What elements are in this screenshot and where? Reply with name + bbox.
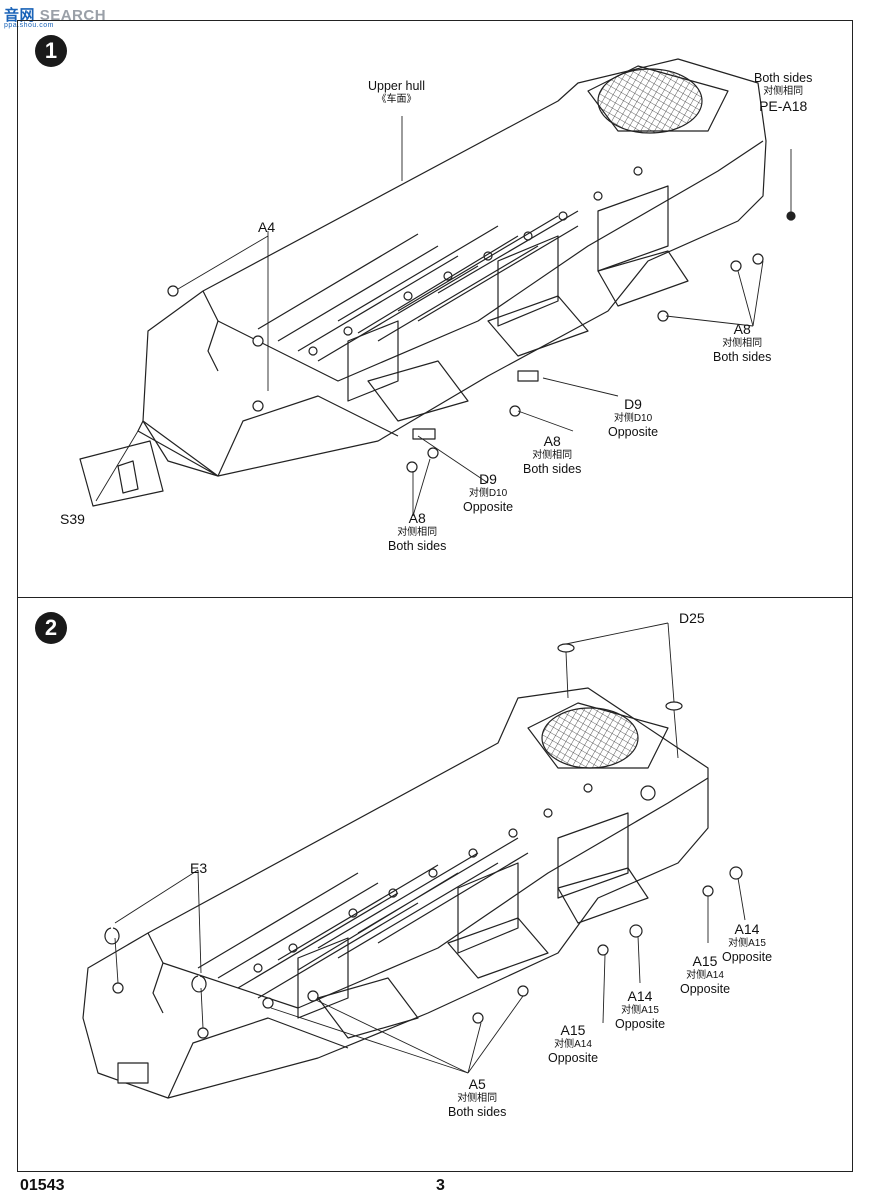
step-1-panel: 1 xyxy=(17,20,853,598)
step-2-panel: 2 xyxy=(17,597,853,1172)
label-upper-hull: Upper hull 《车面》 xyxy=(368,79,425,106)
step-1-hull-drawing xyxy=(79,58,796,517)
label-s39: S39 xyxy=(60,511,85,527)
label-a8-bottom: A8 对侧相同 Both sides xyxy=(388,510,447,554)
label-a5: A5 对侧相同 Both sides xyxy=(448,1076,507,1120)
step-2-badge: 2 xyxy=(35,612,67,644)
label-a14-right: A14 对侧A15 Opposite xyxy=(722,921,773,965)
label-pe-a18: Both sides 对侧相同 PE-A18 xyxy=(754,71,813,115)
label-d9-mid: D9 对侧D10 Opposite xyxy=(463,471,514,515)
watermark-sub: ppa.shou.com xyxy=(4,22,54,29)
label-d25: D25 xyxy=(679,610,705,626)
label-a8-right: A8 对侧相同 Both sides xyxy=(713,321,772,365)
label-e3: E3 xyxy=(190,860,208,876)
step-1-badge: 1 xyxy=(35,35,67,67)
watermark-logo: 音网 SEARCH ppa.shou.com xyxy=(4,4,107,29)
label-a4: A4 xyxy=(258,219,276,235)
footer-page-number: 3 xyxy=(436,1177,445,1194)
step-2-hull-drawing xyxy=(82,622,746,1099)
label-a15-mid: A15 对侧A14 Opposite xyxy=(548,1022,599,1066)
watermark-cn: 音网 xyxy=(4,7,36,24)
label-d9-right: D9 对侧D10 Opposite xyxy=(608,396,659,440)
footer-kit-number: 01543 xyxy=(20,1177,65,1194)
watermark-en: SEARCH xyxy=(39,7,107,24)
label-a8-mid: A8 对侧相同 Both sides xyxy=(523,433,582,477)
label-a14-mid: A14 对侧A15 Opposite xyxy=(615,988,666,1032)
label-a15-right: A15 对侧A14 Opposite xyxy=(680,953,731,997)
